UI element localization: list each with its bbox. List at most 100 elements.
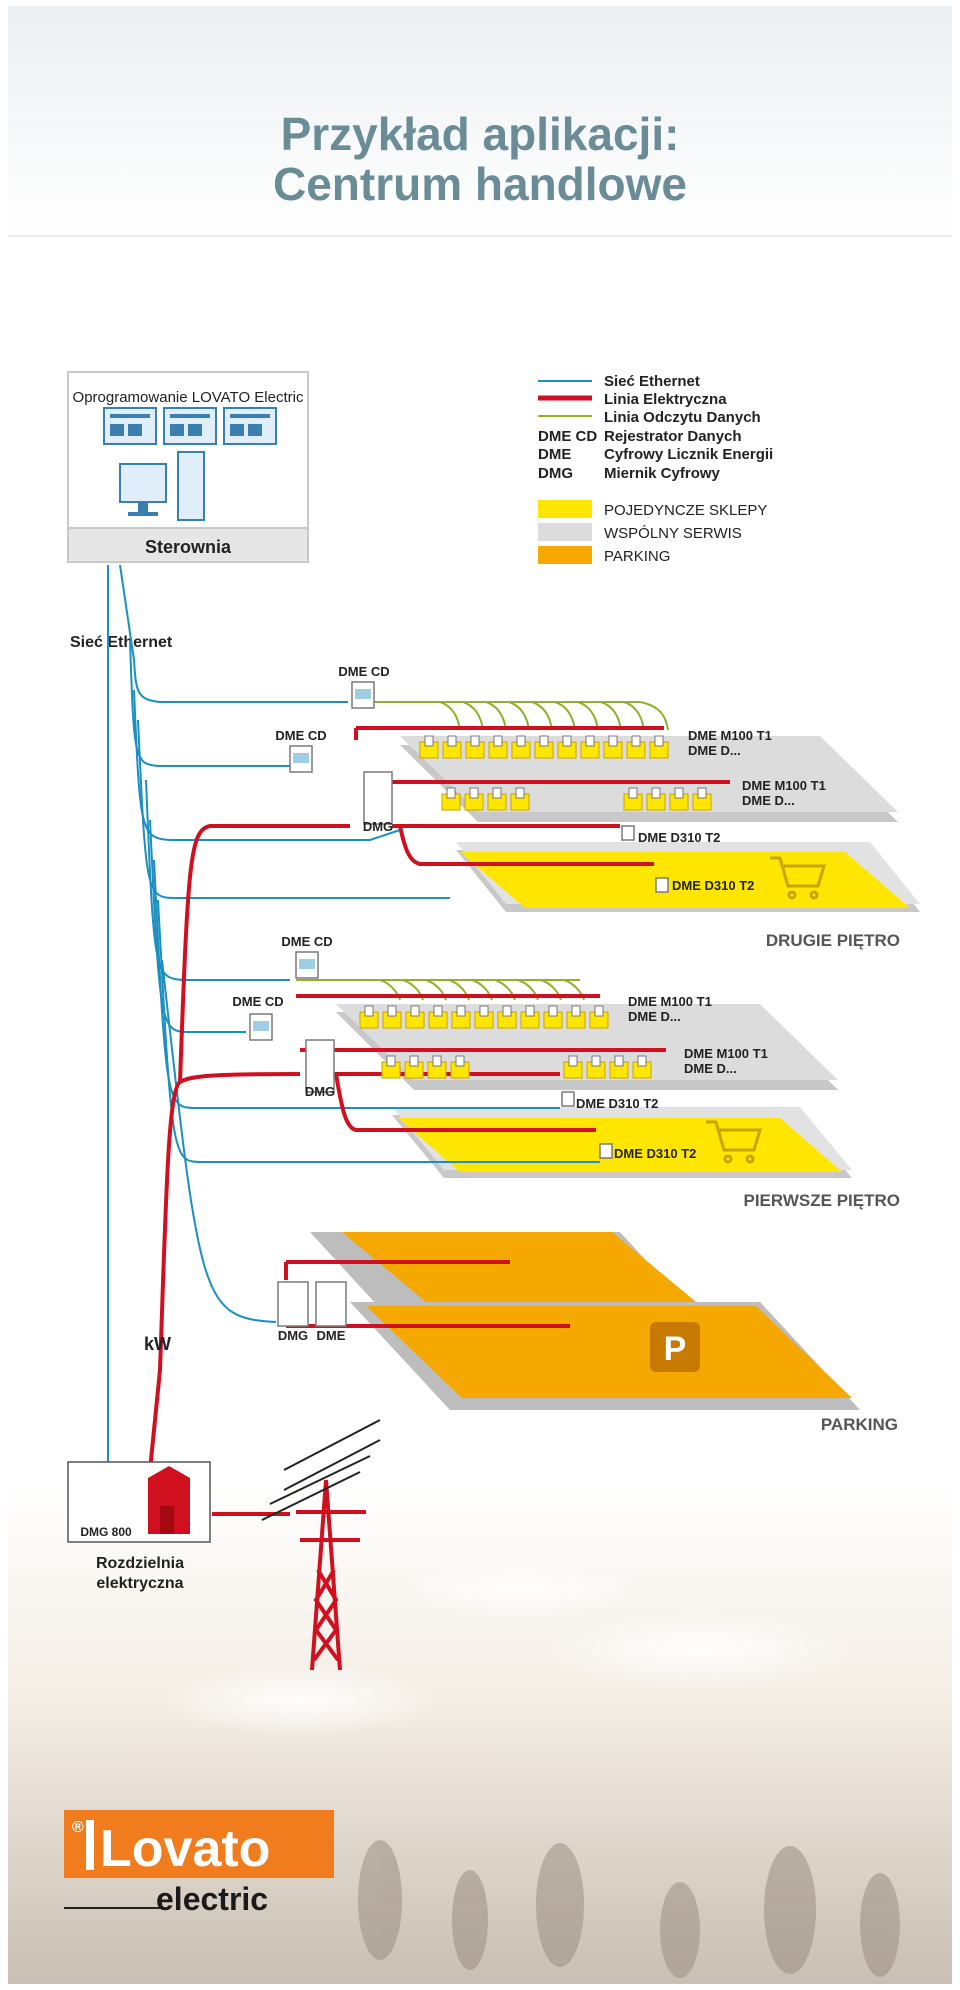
parking-name: PARKING (821, 1415, 898, 1434)
floor2-cart-icon (770, 856, 827, 900)
floor1-row2-left-shop-meter-device (409, 1055, 419, 1067)
legend-code-dmg: DMG (538, 465, 573, 482)
floor2-row1-shop-meter-device (562, 735, 572, 747)
floor1-name: PIERWSZE PIĘTRO (744, 1191, 901, 1210)
floor1-row2-right-shop-meter-device (637, 1055, 647, 1067)
floor2-row2b: DME D... (742, 793, 795, 808)
floor1-row2-left-shop-meter-device (455, 1055, 465, 1067)
floor2-row1-shop-meter-device (539, 735, 549, 747)
legend-code-dme-cd: DME CD (538, 428, 597, 445)
legend-area-parking: PARKING (604, 548, 670, 565)
floor2-dmg: DMG (363, 819, 393, 834)
switchboard: DMG 800 Rozdzielnia elektryczna (67, 1461, 211, 1592)
floor1-row1-shop-meter-device (594, 1005, 604, 1017)
legend-area-service: WSPÓLNY SERWIS (604, 525, 742, 542)
floor2-row1-shop-meter-device (654, 735, 664, 747)
power-lines (148, 726, 730, 1516)
floor1-row1-shop-meter-device (502, 1005, 512, 1017)
floor1-row2-right-shop-meter-device (568, 1055, 578, 1067)
floor2-cd-top: DME CD (338, 664, 389, 679)
floor1-cd-top: DME CD (281, 934, 332, 949)
floor1-row2-right-shop-meter-device (614, 1055, 624, 1067)
floor1-row1-shop-meter-device (387, 1005, 397, 1017)
logo-brand: Lovato (100, 1820, 270, 1878)
floor1-row1-shop-meter-device (410, 1005, 420, 1017)
floor1-row2b: DME D... (684, 1061, 737, 1076)
floor2-row2-left-shop-meter-device (515, 787, 525, 799)
title-band (8, 6, 952, 236)
legend-desc-dme: Cyfrowy Licznik Energii (604, 446, 773, 463)
floor2-row1-shop-meter-device (493, 735, 503, 747)
floor1-service-meter: DME D310 T2 (576, 1096, 658, 1111)
floor2-row2-left-shop-meter-device (469, 787, 479, 799)
legend-desc-dmg: Miernik Cyfrowy (604, 465, 721, 482)
control-room-footer: Sterownia (145, 537, 232, 557)
floor1-row1-shop-meter-device (479, 1005, 489, 1017)
crowd-silhouettes (358, 1840, 900, 1978)
logo-sub: electric (156, 1881, 268, 1917)
legend-desc-dme-cd: Rejestrator Danych (604, 428, 742, 445)
legend-data: Linia Odczytu Danych (604, 409, 761, 426)
floor1-row2-left-shop-meter-device (432, 1055, 442, 1067)
floor2-row2-right-shop-meter-device (697, 787, 707, 799)
legend-code-dme: DME (538, 446, 571, 463)
legend-power: Linia Elektryczna (604, 391, 727, 408)
floor2-row2: DME M100 T1 (742, 778, 826, 793)
switchboard-meter-label: DMG 800 (80, 1525, 132, 1539)
floor2-name: DRUGIE PIĘTRO (766, 931, 900, 950)
parking-sign (650, 1322, 700, 1372)
shop-meters (359, 735, 712, 1079)
floor2-row1-shop-meter-device (608, 735, 618, 747)
floor1-row1-shop-meter-device (525, 1005, 535, 1017)
switchboard-line-2: elektryczna (96, 1575, 183, 1592)
legend-swatch-service (538, 523, 592, 541)
legend-ethernet: Sieć Ethernet (604, 373, 700, 390)
floor1-cart-icon (706, 1120, 763, 1164)
floor1-row1-shop-meter-device (571, 1005, 581, 1017)
floor1-shop-meter: DME D310 T2 (614, 1146, 696, 1161)
floor2-row1-shop-meter-device (447, 735, 457, 747)
floor1-row2-right-shop-meter-device (591, 1055, 601, 1067)
floor1-row1b: DME D... (628, 1009, 681, 1024)
floor1-row1-shop-meter-device (456, 1005, 466, 1017)
floor2-row1-shop-meter-device (631, 735, 641, 747)
legend-swatch-shops (538, 500, 592, 518)
switchboard-line-1: Rozdzielnia (96, 1555, 184, 1572)
floor2-row1-shop-meter-device (516, 735, 526, 747)
lovato-logo: ® Lovato electric (64, 1810, 334, 1917)
floor2-shop-meter: DME D310 T2 (672, 878, 754, 893)
floor1-dmg: DMG (305, 1084, 335, 1099)
floor1-row1-shop-meter-device (548, 1005, 558, 1017)
floor1-row1: DME M100 T1 (628, 994, 712, 1009)
software-label: Oprogramowanie LOVATO Electric (73, 389, 304, 406)
control-room: Oprogramowanie LOVATO Electric Sterownia (67, 371, 309, 563)
floor2-service-meter: DME D310 T2 (638, 830, 720, 845)
floor1-row2-left-shop-meter-device (386, 1055, 396, 1067)
floor1-cd-left: DME CD (232, 994, 283, 1009)
meter-screens (253, 689, 371, 1031)
title-line-2: Centrum handlowe (273, 158, 687, 210)
floor2-row1b: DME D... (688, 743, 741, 758)
floor1-row1-shop-meter-device (364, 1005, 374, 1017)
kw-label: kW (144, 1334, 171, 1354)
floor2-row1-shop-meter-device (585, 735, 595, 747)
floor2-row1-shop-meter-device (470, 735, 480, 747)
floor2-row2-left-shop-meter-device (492, 787, 502, 799)
legend: Sieć Ethernet Linia Elektryczna Linia Od… (538, 373, 773, 565)
floor2-cd-left: DME CD (275, 728, 326, 743)
floor2-row2-right-shop-meter-device (628, 787, 638, 799)
floor1-row2: DME M100 T1 (684, 1046, 768, 1061)
floor2-row2-left-shop-meter-device (446, 787, 456, 799)
power-pylon-icon (261, 1419, 381, 1671)
ethernet-label: Sieć Ethernet (70, 634, 173, 651)
parking-dmg: DMG (278, 1328, 308, 1343)
legend-area-shops: POJEDYNCZE SKLEPY (604, 502, 767, 519)
logo-mark: ® (72, 1819, 84, 1836)
floor2-row2-right-shop-meter-device (674, 787, 684, 799)
title-line-1: Przykład aplikacji: (281, 108, 680, 160)
floor1-row1-shop-meter-device (433, 1005, 443, 1017)
parking-dme: DME (317, 1328, 346, 1343)
floor2-row1: DME M100 T1 (688, 728, 772, 743)
